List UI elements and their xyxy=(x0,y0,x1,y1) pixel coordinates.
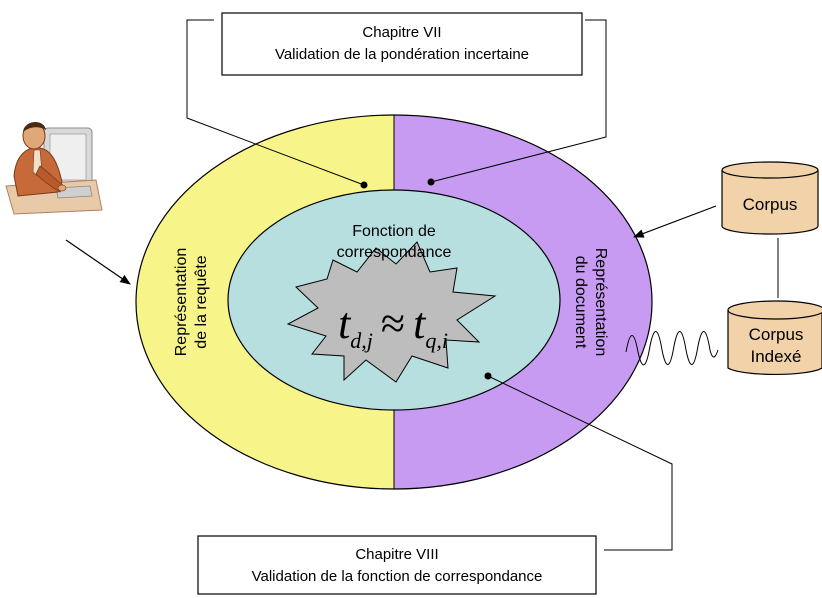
right-band-label: Représentation du document xyxy=(572,248,609,357)
chapter-bottom-line2: Validation de la fonction de corresponda… xyxy=(252,568,543,585)
formula-rhs-sub: q,i xyxy=(425,328,448,353)
chapter-top-line1: Chapitre VII xyxy=(362,24,441,41)
corpus-indexed-line1: Corpus xyxy=(749,325,804,344)
connector-bottom xyxy=(487,375,673,551)
formula-lhs: t xyxy=(338,299,352,348)
connector-top-left xyxy=(186,19,365,186)
corpus-indexed-line2: Indexé xyxy=(750,347,801,366)
right-band-line2: du document xyxy=(572,256,589,349)
corpus-label: Corpus xyxy=(743,195,798,214)
chapter-bottom-line1: Chapitre VIII xyxy=(355,546,438,563)
right-band-line1: Représentation xyxy=(592,248,609,357)
formula-lhs-sub: d,j xyxy=(350,328,373,353)
inner-title-line1: Fonction de xyxy=(352,223,436,240)
corpus-cylinder: Corpus xyxy=(721,161,819,235)
burst-shape xyxy=(286,241,497,383)
chapter-top-box xyxy=(221,12,583,76)
formula-op: ≈ xyxy=(381,299,405,348)
formula: td,j≈tq,i xyxy=(338,299,448,353)
left-band-line1: Représentation xyxy=(173,248,190,357)
left-band-label: Représentation de la requête xyxy=(173,248,210,357)
chapter-top-line2: Validation de la pondération incertaine xyxy=(275,46,529,63)
connector-bottom-dot xyxy=(484,372,492,380)
squiggle-wave xyxy=(625,331,719,366)
connector-top-right-dot xyxy=(427,178,435,186)
formula-rhs: t xyxy=(413,299,427,348)
user-arrow xyxy=(65,239,131,285)
chapter-bottom-box xyxy=(197,535,597,595)
corpus-arrow xyxy=(632,205,717,238)
user-at-computer-icon xyxy=(5,121,103,215)
left-band-line2: de la requête xyxy=(193,255,210,349)
inner-title-line2: correspondance xyxy=(337,244,452,261)
connector-top-left-dot xyxy=(360,181,368,189)
connector-top-right xyxy=(430,19,607,183)
corpus-indexed-cylinder: Corpus Indexé xyxy=(727,300,822,376)
